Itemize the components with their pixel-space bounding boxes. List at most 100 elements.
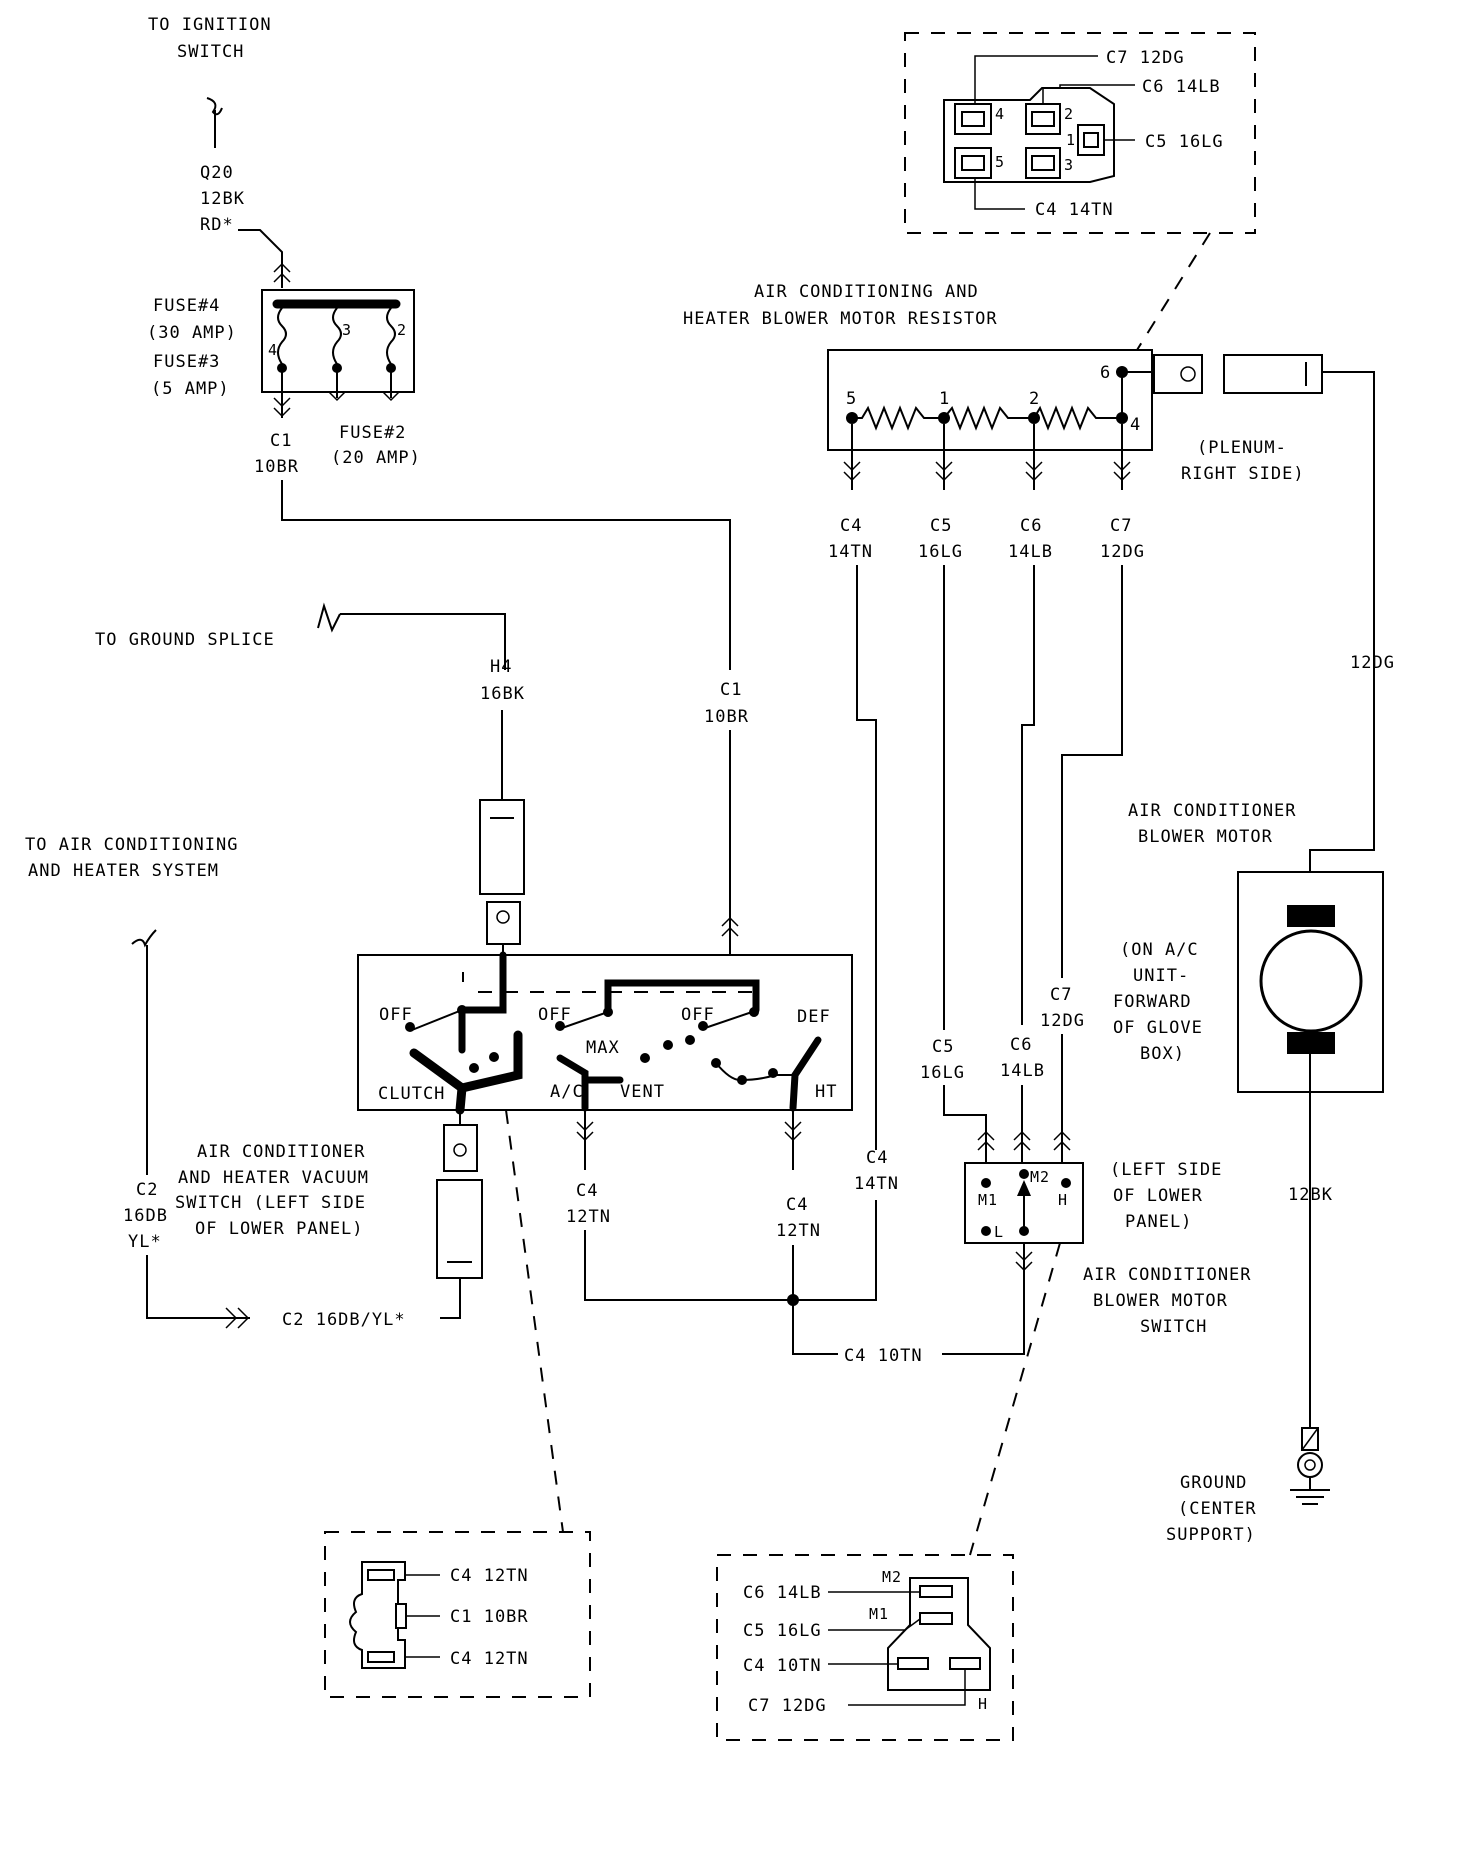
fuse4-terminal — [277, 363, 287, 373]
switch-label-ht: HT — [815, 1082, 837, 1102]
fuse2-rating: (20 AMP) — [331, 448, 421, 468]
fuse3-rating: (5 AMP) — [151, 379, 230, 399]
h4-circuit: H4 — [490, 657, 512, 677]
vac-switch-label-4: OF LOWER PANEL) — [195, 1219, 364, 1239]
fuse-input-connector — [273, 262, 291, 283]
resistor-coil — [852, 405, 1122, 431]
switch-label-off3: OFF — [681, 1005, 715, 1025]
c4-right-wire: 12TN — [776, 1221, 821, 1241]
switch-off2-pivot — [603, 1007, 613, 1017]
c2-to-switch-wire — [440, 1278, 461, 1319]
res-c6-run — [1021, 565, 1035, 1025]
res-cavity-3-term — [1031, 155, 1055, 171]
switch-label-def: DEF — [797, 1007, 831, 1027]
motor-location-2: UNIT- — [1133, 966, 1189, 986]
switch-label-vent: VENT — [620, 1082, 665, 1102]
switch-off1-contact — [405, 1022, 415, 1032]
conn-br-c5: C5 16LG — [743, 1621, 822, 1641]
switch-off3-lever — [704, 1011, 753, 1029]
c1-mid-circuit: C1 — [720, 680, 742, 700]
ignition-fuse-section: TO IGNITION SWITCH Q20 12BK RD* 4 3 2 FU… — [147, 15, 749, 955]
fuse4-name: FUSE#4 — [153, 296, 220, 316]
conn-top-pin3: 3 — [1064, 156, 1074, 174]
res-c6-circuit: C6 — [1020, 516, 1042, 536]
fuse2-element — [386, 307, 396, 365]
conn-top-c4: C4 14TN — [1035, 200, 1114, 220]
bsw-l-contact — [981, 1226, 991, 1236]
res-c6-connector — [1025, 461, 1043, 482]
resistor-body — [827, 349, 1153, 451]
c4-bottom-wire — [792, 1300, 838, 1355]
switch-ac-out-connector — [576, 1121, 594, 1142]
c1-main-wire — [281, 480, 731, 670]
switch-label-off1: OFF — [379, 1005, 413, 1025]
plenum-label-2: RIGHT SIDE) — [1181, 464, 1305, 484]
bsw-c5-connector — [977, 1130, 995, 1151]
vac-switch-label-2: AND HEATER VACUUM — [178, 1168, 369, 1188]
bsw-c6-wire: 14LB — [1000, 1061, 1045, 1081]
c4-left-return — [584, 1230, 877, 1301]
conn-br-c7: C7 12DG — [748, 1696, 827, 1716]
c2-break-symbol — [131, 929, 157, 948]
switch-off1-lever — [411, 1009, 463, 1031]
res-mating-connector — [1223, 354, 1323, 394]
conn-top-c7-lead — [974, 55, 1098, 104]
vac-connector-housing — [349, 1561, 406, 1669]
h4-connector-body — [479, 799, 525, 895]
bsw-m2-label: M2 — [1030, 1168, 1050, 1186]
bsw-connector-frame — [716, 1554, 1014, 1741]
c2-bottom-wire — [146, 1255, 250, 1319]
conn-br-c6: C6 14LB — [743, 1583, 822, 1603]
vac-callout-line — [505, 1109, 564, 1533]
bsw-h-label: H — [1058, 1191, 1068, 1209]
c2-bottom-label: C2 16DB/YL* — [282, 1310, 406, 1330]
c2-terminal-hole — [453, 1143, 467, 1157]
res-cavity-4 — [954, 103, 992, 135]
motor-armature — [1259, 929, 1363, 1033]
c2-connector-body — [436, 1179, 483, 1279]
res-pin4-label: 4 — [1130, 415, 1141, 435]
c1-top-wire: 10BR — [254, 457, 299, 477]
bsw-c5-lead — [828, 1618, 921, 1631]
conn-bl-c4b: C4 12TN — [450, 1649, 529, 1669]
motor-location-4: OF GLOVE — [1113, 1018, 1203, 1038]
h4-ground-section: TO GROUND SPLICE H4 16BK — [95, 602, 525, 955]
blower-switch-connector-view: C6 14LB C5 16LG C4 10TN C7 12DG M2 M1 H — [716, 1242, 1061, 1741]
ground-label-1: GROUND — [1180, 1473, 1247, 1493]
bsw-l-label: L — [994, 1223, 1004, 1241]
q20-color: RD* — [200, 215, 234, 235]
vacuum-switch-connector-view: C4 12TN C1 10BR C4 12TN — [324, 1109, 591, 1698]
conn-br-m1: M1 — [869, 1605, 889, 1623]
conn-br-m2: M2 — [882, 1568, 902, 1586]
c4-bottom-label: C4 10TN — [844, 1346, 923, 1366]
res-pin5 — [846, 412, 858, 424]
motor-feed-wire-label: 12DG — [1350, 653, 1395, 673]
c1-mid-wire: 10BR — [704, 707, 749, 727]
switch-off3-contact — [698, 1021, 708, 1031]
bsw-side-label-1: (LEFT SIDE — [1110, 1160, 1222, 1180]
vac-connector-frame — [324, 1531, 591, 1698]
q20-circuit: Q20 — [200, 163, 234, 183]
switch-off2-lever — [561, 1011, 609, 1029]
res-cavity-5-term — [961, 155, 985, 171]
fuse4-out-connector — [273, 397, 291, 418]
conn-br-h: H — [978, 1695, 988, 1713]
switch-clutch-dot-1 — [469, 1063, 479, 1073]
res-cavity-1 — [1077, 124, 1105, 156]
blower-resistor-section: AIR CONDITIONING AND HEATER BLOWER MOTOR… — [683, 282, 1395, 1270]
ac-heater-system-line2: AND HEATER SYSTEM — [28, 861, 219, 881]
switch-h4-bus — [458, 951, 507, 1054]
conn-top-c5: C5 16LG — [1145, 132, 1224, 152]
switch-ht-out-connector — [784, 1121, 802, 1142]
vac-switch-label-3: SWITCH (LEFT SIDE — [175, 1193, 366, 1213]
fuse3-terminal — [332, 363, 342, 373]
motor-location-3: FORWARD — [1113, 992, 1192, 1012]
bsw-side-label-3: PANEL) — [1125, 1212, 1192, 1232]
bsw-title-2: BLOWER MOTOR — [1093, 1291, 1228, 1311]
bsw-c7-connector — [1053, 1130, 1071, 1151]
bsw-c5-circuit: C5 — [932, 1037, 954, 1057]
q20-to-fuse-wire — [238, 229, 283, 288]
bsw-out-connector — [1015, 1251, 1033, 1272]
vac-cavity-top — [367, 1569, 395, 1581]
